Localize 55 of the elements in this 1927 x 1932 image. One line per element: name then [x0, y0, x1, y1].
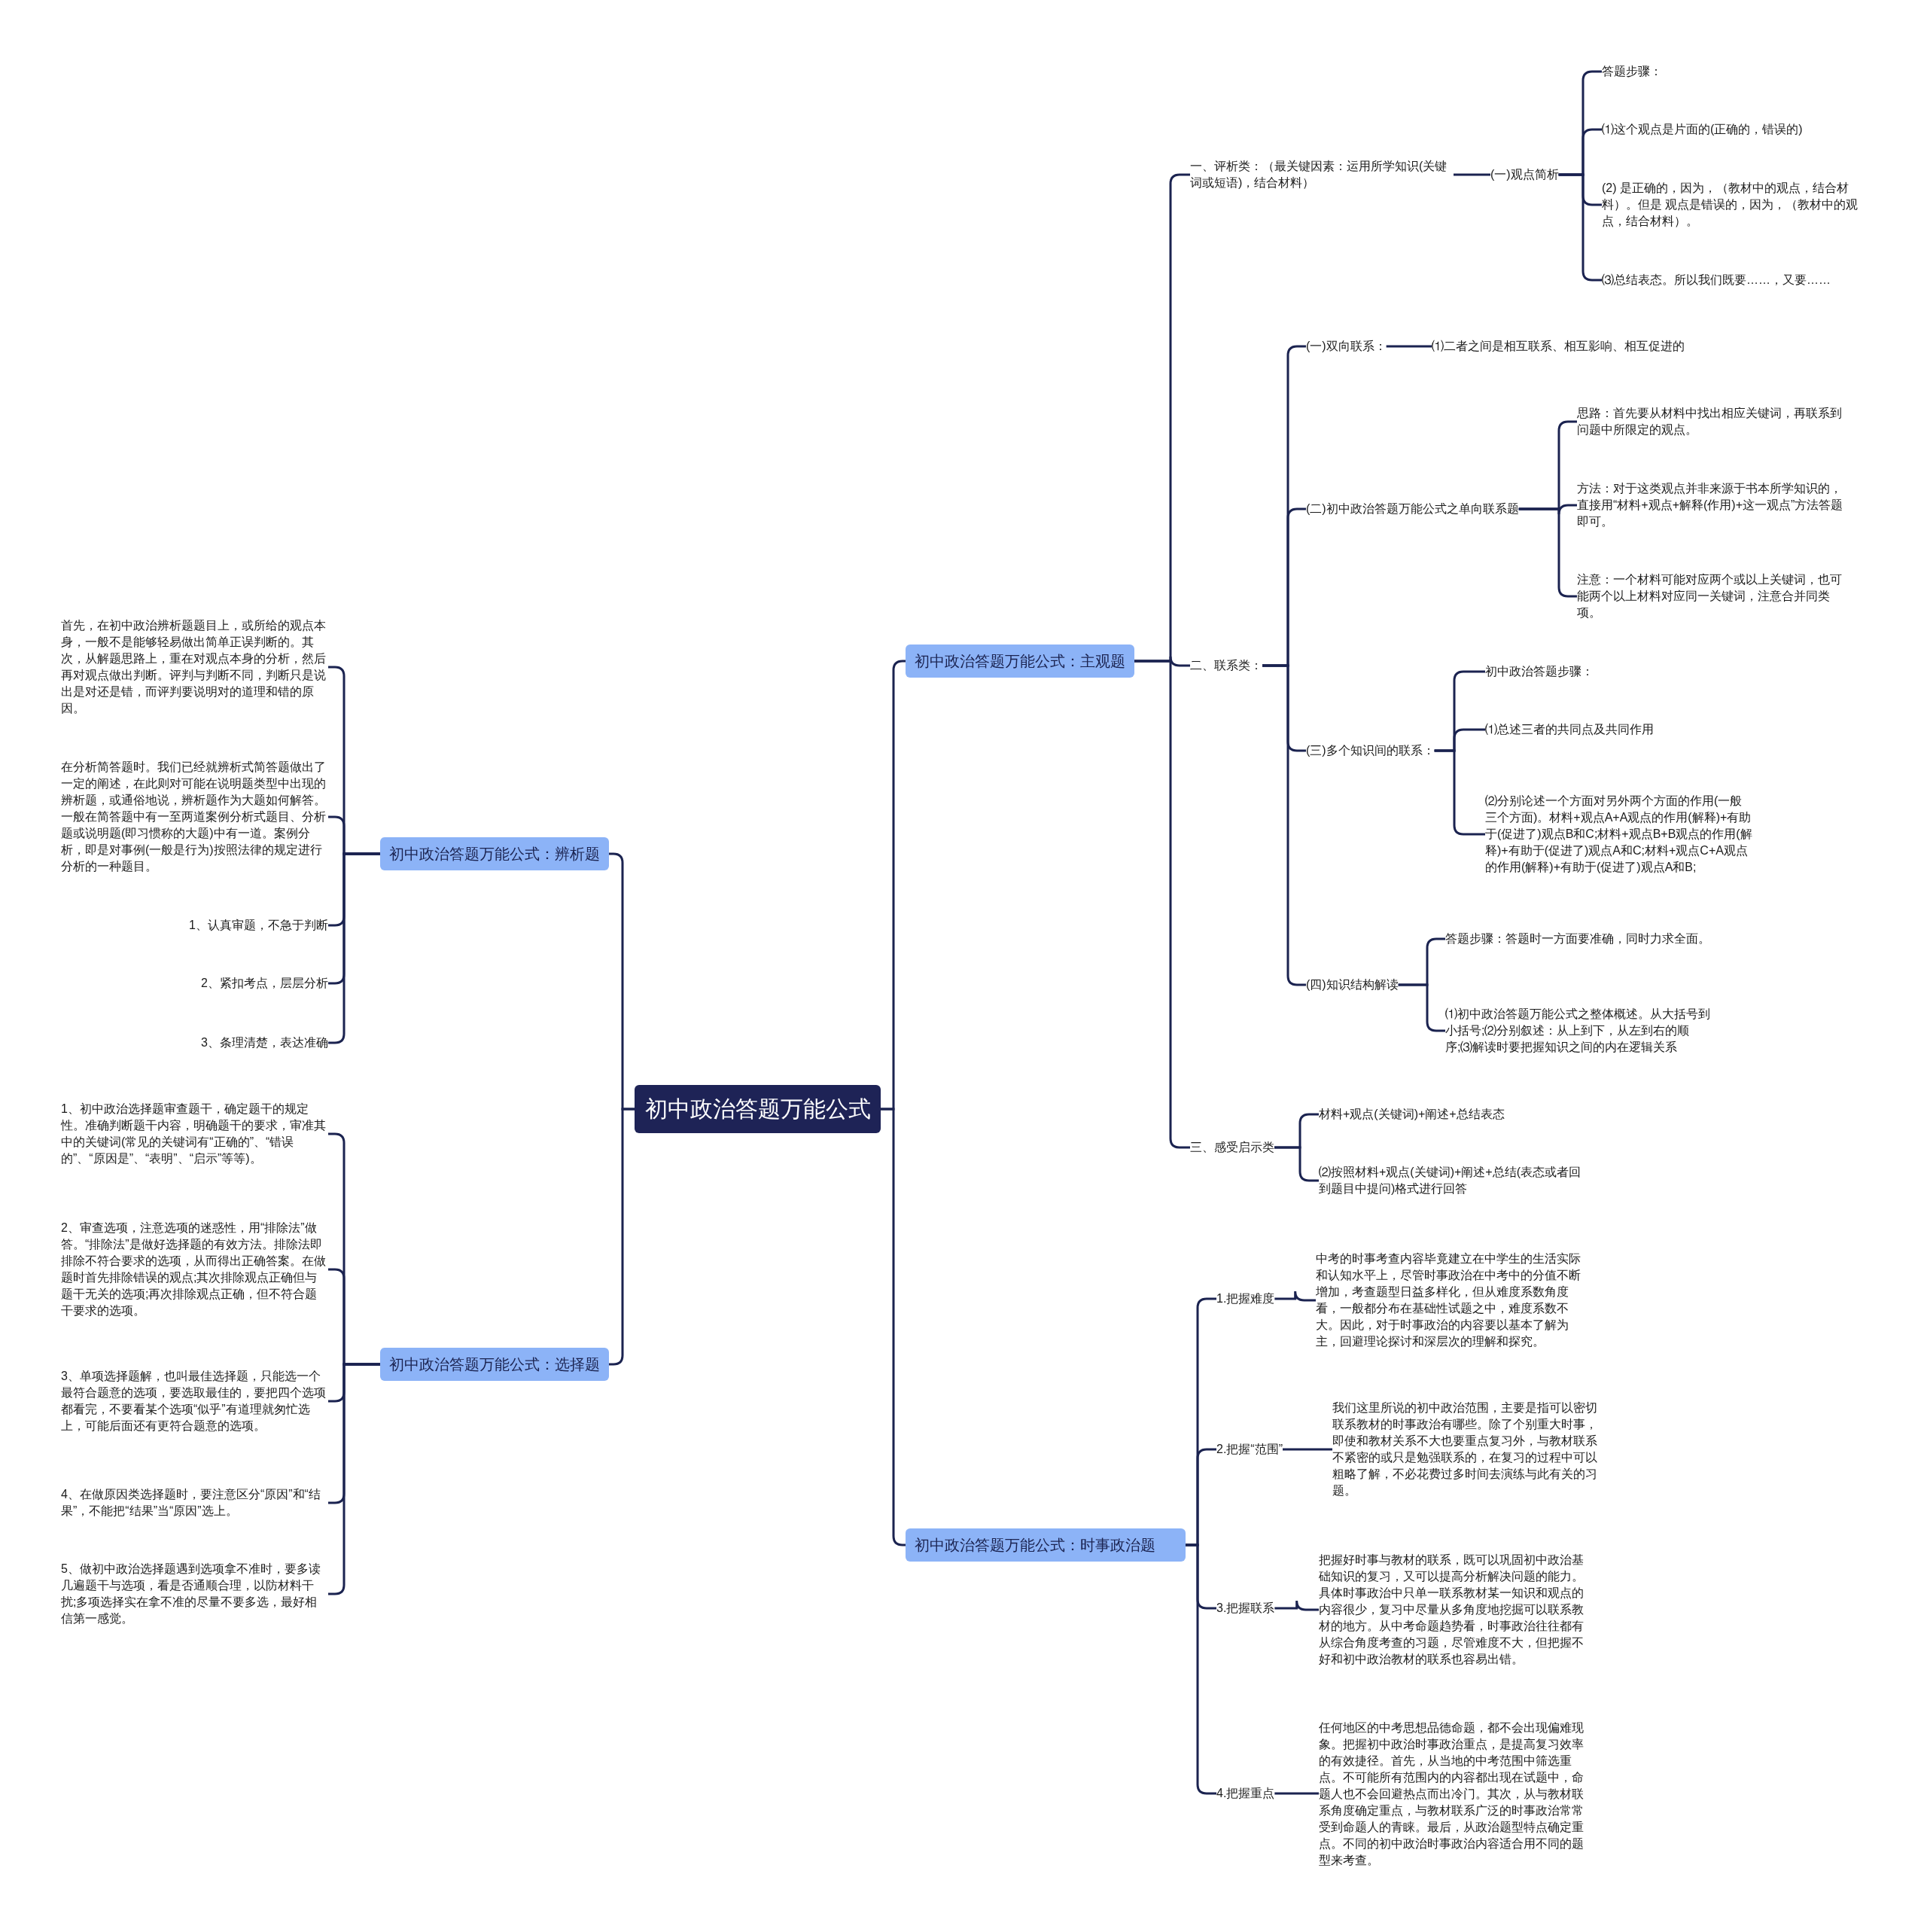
topic-text: 2.把握“范围” — [1216, 1441, 1283, 1458]
topic-text: (四)知识结构解读 — [1306, 977, 1399, 993]
connector — [1434, 749, 1485, 836]
topic-text: (2) 是正确的，因为，（教材中的观点，结合材料）。但是 观点是错误的，因为，（教材中的观点，结合材料）。 — [1602, 180, 1865, 230]
topic-text: 3、条理清楚，表达准确 — [201, 1035, 328, 1051]
connector — [609, 1108, 635, 1366]
topic-text: 三、感受启示类 — [1190, 1139, 1274, 1156]
topic-text: ⑴总述三者的共同点及共同作用 — [1485, 721, 1752, 738]
topic-text: 答题步骤：答题时一方面要准确，同时力求全面。 — [1445, 931, 1715, 947]
topic-text: ⑵分别论述一个方面对另外两个方面的作用(一般三个方面)。材料+观点A+A观点的作用(解释)+有助于(促进了)观点B和C;材料+观点B+B观点的作用(解释)+有助于(促进了)观点A和C;材料+观点C+A观点的作用(解释)+有助于(促进了)观点A和B; — [1485, 793, 1752, 876]
topic-text: 2、审查选项，注意选项的迷惑性，用“排除法”做答。“排除法”是做好选择题的有效方法。排除法即排除不符合要求的选项，从而得出正确答案。在做题时首先排除错误的观点;其次排除观点正确但与题干无关的选项;再次排除观点正确，但不符合题干要求的选项。 — [61, 1220, 328, 1319]
topic-text: 思路：首先要从材料中找出相应关键词，再联系到问题中所限定的观点。 — [1577, 405, 1844, 438]
topic-text: 2、紧扣考点，层层分析 — [201, 975, 328, 992]
central-topic: 初中政治答题万能公式 — [635, 1085, 881, 1133]
topic-text: 二、联系类： — [1190, 657, 1262, 674]
topic-text: ⑴二者之间是相互联系、相互影响、相互促进的 — [1432, 338, 1688, 355]
topic-text: 4.把握重点 — [1216, 1785, 1275, 1802]
topic-text: 在分析简答题时。我们已经就辨析式简答题做出了一定的阐述，在此则对可能在说明题类型中出现的辨析题，或通俗地说，辨析题作为大题如何解答。一般在简答题中有一至两道案例分析式题目、分析题或说明题(即习惯称的大题)中有一道。案例分析，即是对事例(一般是行为)按照法律的规定进行分析的一种题目。 — [61, 759, 328, 875]
connector — [1274, 1792, 1319, 1795]
topic-text: 任何地区的中考思想品德命题，都不会出现偏难现象。把握初中政治时事政治重点，是提高复习效率的有效捷径。首先，从当地的中考范围中筛选重点。不可能所有范围内的内容都出现在试题中，命题人也不会回避热点而出冷门。其次，从与教材联系角度确定重点，与教材联系广泛的时事政治常常受到命题人的青睐。最后，从政治题型特点确定重点。不同的初中政治时事政治内容适合用不同的题型来考查。 — [1319, 1720, 1590, 1869]
topic-text: 材料+观点(关键词)+阐述+总结表态 — [1319, 1106, 1582, 1123]
topic-text: 初中政治答题步骤： — [1485, 663, 1752, 680]
topic-text: (三)多个知识间的联系： — [1306, 742, 1435, 759]
topic-text: 1.把握难度 — [1216, 1291, 1275, 1307]
topic-text: 1、初中政治选择题审查题干，确定题干的规定性。准确判断题干内容，明确题干的要求，审准其中的关键词(常见的关键词有“正确的”、“错误的”、“原因是”、“表明”、“启示”等等)。 — [61, 1101, 328, 1167]
branch-topic: 初中政治答题万能公式：时事政治题 — [906, 1528, 1186, 1562]
topic-text: ⑶总结表态。所以我们既要……，又要…… — [1602, 272, 1865, 288]
connector — [1386, 345, 1432, 348]
topic-text: 3.把握联系 — [1216, 1600, 1275, 1617]
topic-text: 我们这里所说的初中政治范围，主要是指可以密切联系教材的时事政治有哪些。除了个别重大时事，即使和教材关系不大也要重点复习外，与教材联系不紧密的或只是勉强联系的，在复习的过程中可以粗略了解，不必花费过多时间去演练与此有关的习题。 — [1332, 1400, 1603, 1499]
topic-text: 首先，在初中政治辨析题题目上，或所给的观点本身，一般不是能够轻易做出简单正误判断的。其次，从解题思路上，重在对观点本身的分析，然后再对观点做出判断。评判与判断不同，判断只是说出是对还是错，而评判要说明对的道理和错的原因。 — [61, 617, 328, 717]
topic-text: 3、单项选择题解，也叫最佳选择题，只能选一个最符合题意的选项，要选取最佳的，要把四个选项都看完，不要看某个选项“似乎”有道理就匆忙选上，可能后面还有更符合题意的选项。 — [61, 1368, 328, 1434]
topic-text: 注意：一个材料可能对应两个或以上关键词，也可能两个以上材料对应同一关键词，注意合并同类项。 — [1577, 571, 1844, 621]
topic-text: ⑵按照材料+观点(关键词)+阐述+总结(表态或者回到题目中提问)格式进行回答 — [1319, 1164, 1582, 1197]
topic-text: 1、认真审题，不急于判断 — [189, 917, 328, 934]
topic-text: 方法：对于这类观点并非来源于书本所学知识的，直接用“材料+观点+解释(作用)+这一观点”方法答题即可。 — [1577, 480, 1844, 530]
topic-text: ⑴这个观点是片面的(正确的，错误的) — [1602, 121, 1865, 138]
topic-text: 一、评析类：（最关键因素：运用所学知识(关键词或短语)，结合材料） — [1190, 158, 1454, 191]
topic-text: 答题步骤： — [1602, 63, 1865, 80]
topic-text: 把握好时事与教材的联系，既可以巩固初中政治基础知识的复习，又可以提高分析解决问题的能力。具体时事政治中只单一联系教材某一知识和观点的内容很少，复习中尽量从多角度地挖掘可以联系教材的地方。从中考命题趋势看，时事政治往往都有从综合角度考查的习题，尽管难度不大，但把握不好和初中政治教材的联系也容易出错。 — [1319, 1552, 1590, 1668]
connector — [1283, 1448, 1332, 1451]
connector — [1274, 1290, 1316, 1302]
topic-text: (一)观点简析 — [1490, 166, 1559, 183]
connector — [1274, 1146, 1319, 1182]
topic-text: 5、做初中政治选择题遇到选项拿不准时，要多读几遍题干与选项，看是否通顺合理，以防材料干扰;多项选择实在拿不准的尽量不要多选，最好相信第一感觉。 — [61, 1561, 328, 1627]
topic-text: 中考的时事考查内容毕竟建立在中学生的生活实际和认知水平上，尽管时事政治在中考中的分值不断增加，考查题型日益多样化，但从难度系数角度看，一般都分布在基础性试题之中，难度系数不大。因此，对于时事政治的内容要以基本了解为主，回避理论探讨和深层次的理解和探究。 — [1316, 1251, 1587, 1350]
branch-topic: 初中政治答题万能公式：辨析题 — [380, 837, 609, 870]
topic-text: 4、在做原因类选择题时，要注意区分“原因”和“结果”，不能把“结果”当“原因”选上。 — [61, 1486, 328, 1519]
topic-text: (一)双向联系： — [1306, 338, 1387, 355]
topic-text: (二)初中政治答题万能公式之单向联系题 — [1306, 501, 1519, 517]
connector — [1454, 173, 1490, 176]
branch-topic: 初中政治答题万能公式：主观题 — [906, 645, 1134, 678]
topic-text: ⑴初中政治答题万能公式之整体概述。从大括号到小括号;⑵分别叙述：从上到下，从左到右的顺序;⑶解读时要把握知识之间的内在逻辑关系 — [1445, 1006, 1715, 1056]
branch-topic: 初中政治答题万能公式：选择题 — [380, 1348, 609, 1381]
connector — [1274, 1599, 1319, 1611]
